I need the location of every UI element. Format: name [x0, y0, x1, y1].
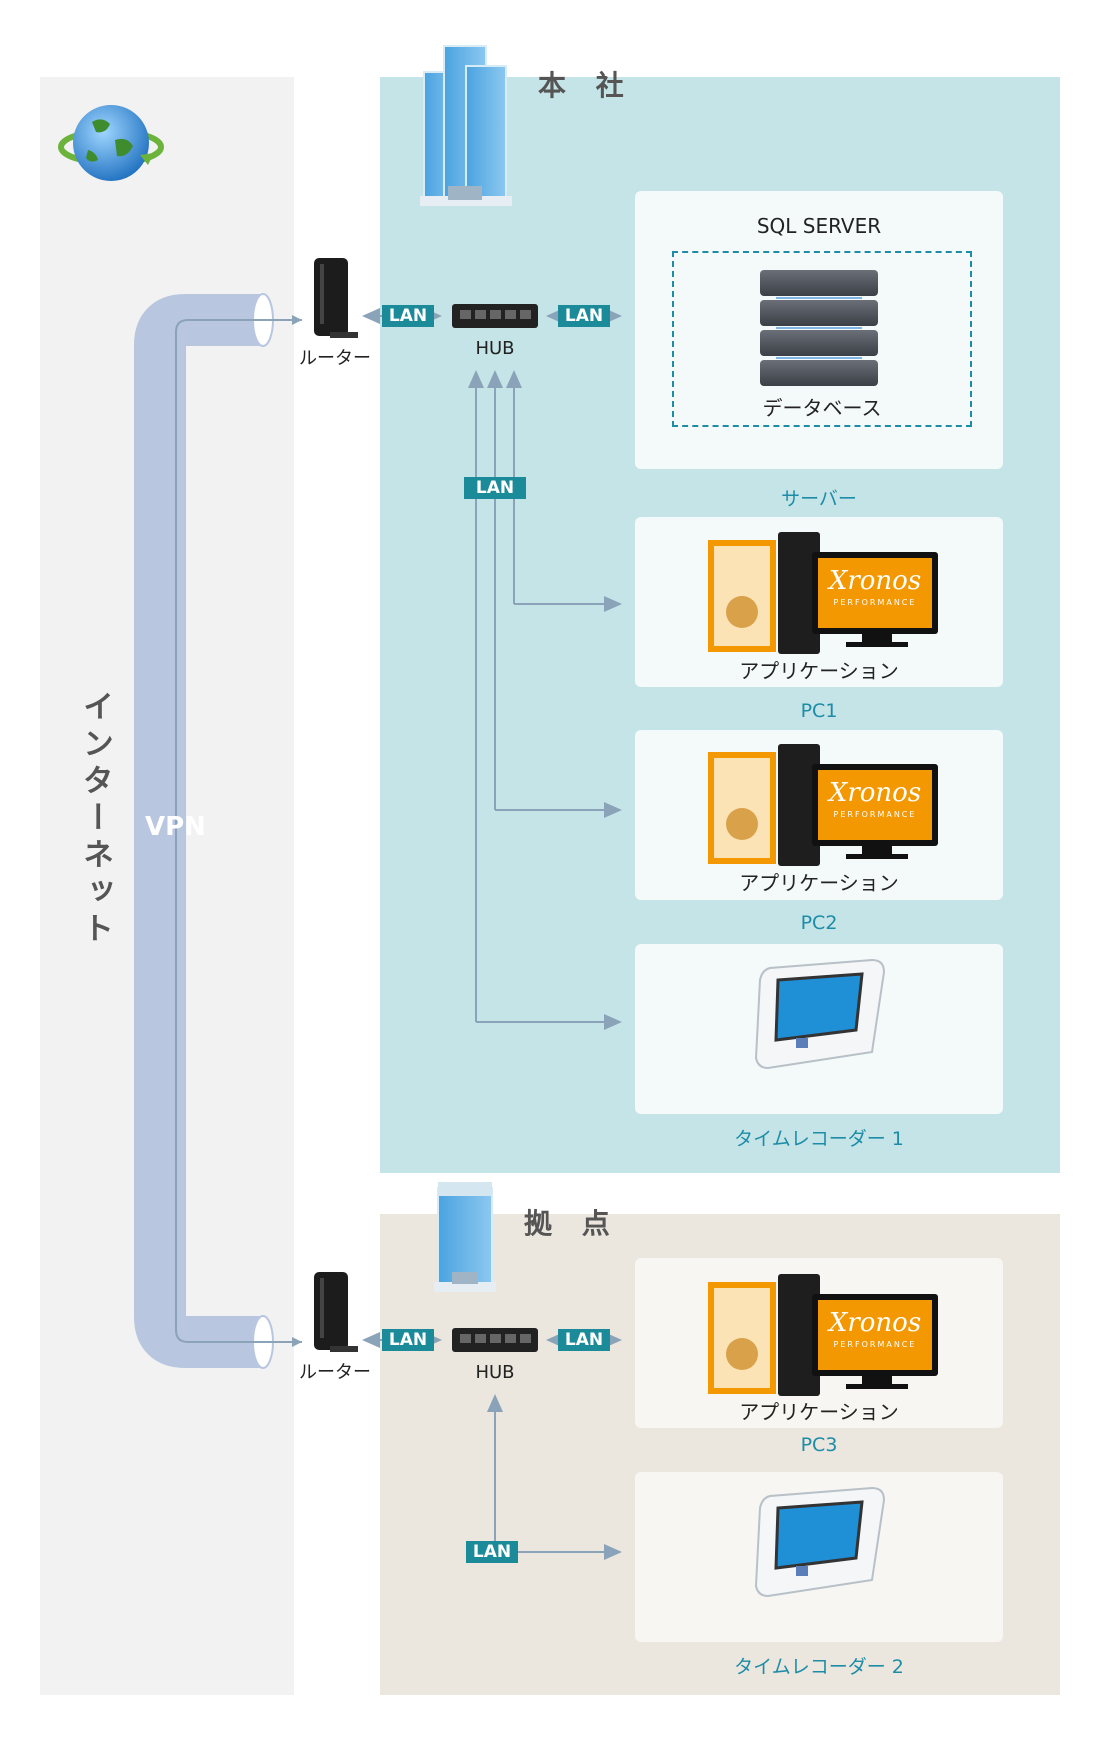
globe-icon — [58, 105, 164, 181]
router-icon — [314, 1272, 358, 1352]
time-recorder-icon — [754, 958, 886, 1070]
pc-icon — [708, 532, 938, 654]
vpn-label: VPN — [145, 812, 206, 842]
hub-label: HUB — [475, 1362, 515, 1383]
pc1-app-label: アプリケーション — [739, 659, 899, 683]
pc2-app-label: アプリケーション — [739, 871, 899, 895]
router-label: ルーター — [299, 1362, 371, 1383]
recorder2-caption: タイムレコーダー 2 — [734, 1656, 904, 1678]
branch-title: 拠 点 — [524, 1207, 620, 1240]
xronos-logo-sub: PERFORMANCE — [833, 810, 917, 819]
headquarters-title: 本 社 — [538, 69, 634, 102]
database-label: データベース — [762, 396, 882, 420]
xronos-logo: Xronos — [828, 566, 922, 596]
xronos-logo-sub: PERFORMANCE — [833, 1340, 917, 1349]
vpn-tube — [134, 293, 302, 1369]
recorder1-caption: タイムレコーダー 1 — [734, 1128, 904, 1150]
pc-icon — [708, 1274, 938, 1396]
pc-icon — [708, 744, 938, 866]
hub-label: HUB — [475, 338, 515, 359]
database-box — [672, 251, 972, 427]
xronos-logo: Xronos — [828, 1308, 922, 1338]
router-icon — [314, 258, 358, 338]
lan-badge: LAN — [466, 1541, 518, 1563]
internet-title: インターネット — [77, 690, 113, 949]
sql-server-title: SQL SERVER — [756, 214, 882, 238]
lan-badge: LAN — [464, 477, 526, 499]
pc1-caption: PC1 — [800, 700, 838, 722]
xronos-logo-sub: PERFORMANCE — [833, 598, 917, 607]
lan-badge: LAN — [558, 1329, 610, 1351]
pc3-caption: PC3 — [800, 1434, 838, 1456]
lan-badge: LAN — [382, 305, 434, 327]
router-label: ルーター — [299, 348, 371, 369]
time-recorder-icon — [754, 1486, 886, 1598]
building-icon — [420, 45, 512, 206]
xronos-logo: Xronos — [828, 778, 922, 808]
lan-badge: LAN — [558, 305, 610, 327]
server-caption: サーバー — [781, 488, 857, 510]
hub-icon — [452, 304, 538, 328]
hub-icon — [452, 1328, 538, 1352]
building-icon — [434, 1182, 496, 1292]
database-icon — [760, 270, 878, 386]
pc3-app-label: アプリケーション — [739, 1400, 899, 1424]
pc2-caption: PC2 — [800, 912, 838, 934]
lan-badge: LAN — [382, 1329, 434, 1351]
